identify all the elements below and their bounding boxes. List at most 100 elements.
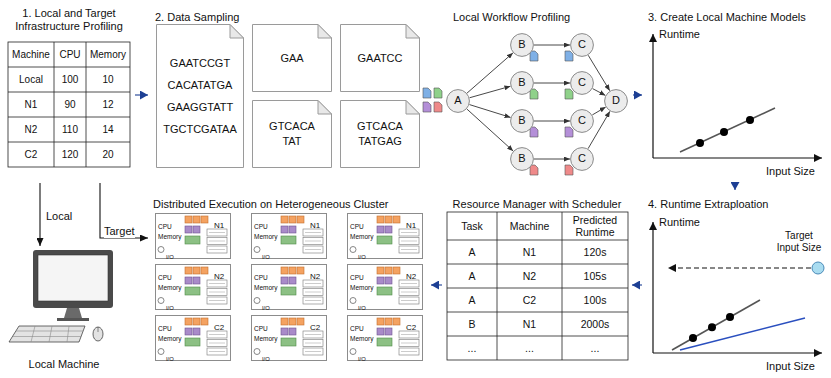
- server-art: [348, 316, 423, 361]
- file-body: [253, 101, 332, 168]
- task-node: A: [446, 89, 470, 113]
- cluster-node: C2CPUMemoryI/O: [251, 315, 327, 366]
- file-fold: [318, 25, 332, 39]
- table-cell: 110: [62, 124, 78, 136]
- local-machine: Local Machine: [5, 246, 123, 374]
- table-cell: N2: [25, 124, 38, 136]
- table-cell: 10: [102, 74, 113, 86]
- task-node: B: [510, 71, 534, 95]
- table-cell: 12: [102, 99, 113, 111]
- task-name: C: [578, 114, 586, 127]
- cluster-node: C2CPUMemoryI/O: [155, 315, 231, 366]
- cluster-node: C2CPUMemoryI/O: [347, 315, 423, 366]
- sequence-file: GAATCC: [340, 24, 420, 92]
- io-label: I/O: [166, 305, 174, 312]
- task-circle: [447, 90, 470, 113]
- task-node: D: [604, 89, 628, 113]
- point-label: Target Input Size: [774, 230, 824, 254]
- machine-caption: Local Machine: [29, 358, 100, 371]
- node-name: N2: [310, 272, 320, 282]
- task-name: B: [518, 114, 525, 127]
- table-cell: CPU: [59, 49, 80, 61]
- file-body: [341, 25, 420, 92]
- cluster-node: N1CPUMemoryI/O: [347, 213, 423, 264]
- cluster-node: N2 CPU MemoryI/O: [155, 264, 231, 315]
- table-cell: C2: [25, 149, 38, 161]
- table-cell: N1: [523, 246, 536, 258]
- node-name: N1: [214, 221, 224, 231]
- stage-arrow: [633, 94, 642, 95]
- table-cell: Memory: [90, 49, 126, 61]
- table-cell: A: [468, 270, 475, 282]
- panel-title: 4. Runtime Extraploation: [648, 198, 768, 211]
- panel-title: 3. Create Local Machine Models: [648, 11, 806, 24]
- table-cell: 120: [62, 149, 79, 161]
- file-outline: [340, 100, 420, 168]
- stage-arrow: [135, 94, 148, 95]
- panel-title: Resource Manager with Scheduler: [453, 198, 622, 211]
- sequence-file: GAATCCGT CACATATGA GAAGGTATT TGCTCGATAA: [156, 24, 244, 168]
- table-cell: A: [468, 246, 475, 258]
- sequence-text: GAATCC: [357, 51, 402, 66]
- task-circle: [605, 90, 628, 113]
- sequence-text: GAATCCGT CACATATGA GAAGGTATT TGCTCGATAA: [160, 52, 240, 140]
- stage-arrow: [431, 284, 442, 285]
- cpu-label: CPU: [254, 223, 268, 231]
- table-cell: Machine: [510, 220, 550, 232]
- cpu-label: CPU: [350, 223, 364, 231]
- cpu-label: CPU: [158, 274, 172, 282]
- io-label: I/O: [262, 356, 270, 363]
- memory-label: Memory: [350, 284, 373, 292]
- table-cell: 20: [102, 149, 113, 161]
- panel-title: Local Workflow Profiling: [453, 11, 570, 24]
- io-label: I/O: [358, 356, 366, 363]
- file-fold: [230, 25, 244, 39]
- server-art: [252, 214, 327, 259]
- file-body: [157, 25, 244, 168]
- table-cell: ...: [591, 342, 600, 354]
- node-name: C2: [214, 323, 224, 333]
- stage-arrow: [39, 183, 40, 246]
- table-cell: 90: [64, 99, 75, 111]
- memory-label: Memory: [158, 284, 181, 292]
- memory-label: Memory: [254, 284, 277, 292]
- node-name: C2: [406, 323, 416, 333]
- memory-label: Memory: [254, 233, 277, 241]
- task-node: C: [570, 147, 594, 171]
- table-cell: 14: [102, 124, 113, 136]
- server-art: [252, 316, 327, 361]
- node-name: N2: [406, 272, 416, 282]
- table-cell: C2: [523, 294, 536, 306]
- task-circle: [571, 148, 594, 171]
- file-fold: [406, 25, 420, 39]
- table-cell: N1: [523, 318, 536, 330]
- memory-label: Memory: [158, 233, 181, 241]
- panel-title: Distributed Execution on Heterogeneous C…: [153, 198, 388, 211]
- server-art: [156, 265, 231, 310]
- cluster-node: N1CPUMemoryI/O: [155, 213, 231, 264]
- sequence-file: GTCACA TAT: [252, 100, 332, 168]
- stage-arrow: [734, 183, 735, 190]
- task-circle: [571, 72, 594, 95]
- task-node: B: [510, 109, 534, 133]
- sequence-text: GTCACA TAT: [262, 119, 322, 149]
- file-body: [253, 25, 332, 92]
- node-name: N2: [214, 272, 224, 282]
- memory-label: Memory: [254, 335, 277, 343]
- stage-arrow: [632, 284, 642, 285]
- cpu-label: CPU: [254, 325, 268, 333]
- sequence-file: GTCACA TATGAG: [340, 100, 420, 168]
- server-art: [156, 316, 231, 361]
- file-fold: [318, 101, 332, 115]
- file-body: [341, 101, 420, 168]
- edge-label: Local: [46, 210, 72, 223]
- sequence-file: GAA: [252, 24, 332, 92]
- cluster-node: N2CPUMemoryI/O: [251, 264, 327, 315]
- task-circle: [571, 110, 594, 133]
- node-name: N1: [406, 221, 416, 231]
- task-circle: [511, 34, 534, 57]
- task-name: C: [578, 76, 586, 89]
- table-cell: 105s: [584, 270, 607, 282]
- axis-label: Runtime: [659, 28, 700, 41]
- server-art: [252, 265, 327, 310]
